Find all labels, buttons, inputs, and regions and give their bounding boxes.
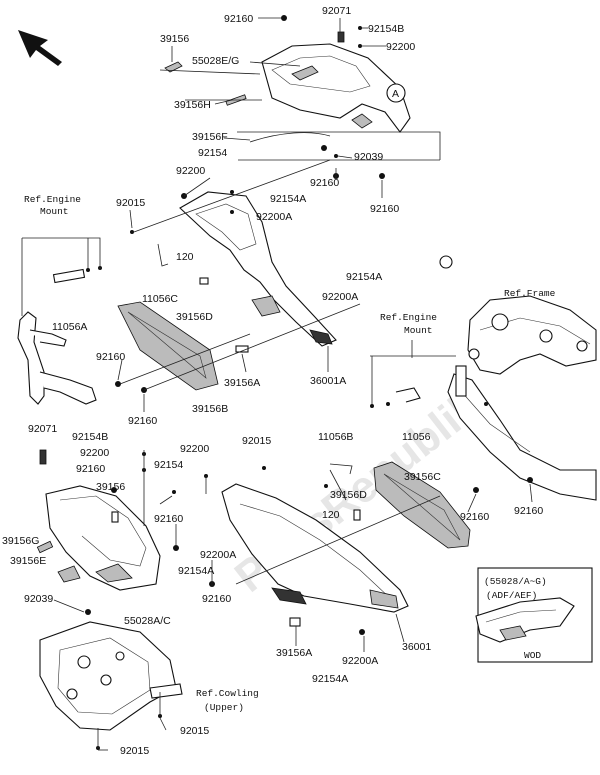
label-ref-engine-2: Ref.Engine bbox=[380, 312, 437, 323]
label-39156a-low: 39156A bbox=[276, 647, 312, 659]
lower-inner-panel-group bbox=[39, 621, 183, 750]
label-92154-mid: 92154 bbox=[198, 147, 227, 159]
lower-left-fairing-group bbox=[36, 449, 215, 615]
label-39156d-b: 39156D bbox=[330, 489, 367, 501]
label-92200a-r: 92200A bbox=[322, 291, 358, 303]
lower-side-panel-group bbox=[172, 461, 533, 635]
label-11056a: 11056A bbox=[52, 321, 87, 333]
leader-lines bbox=[53, 17, 533, 751]
label-mount-2: Mount bbox=[404, 325, 433, 336]
label-92015-left: 92015 bbox=[116, 197, 145, 209]
label-92160-top: 92160 bbox=[224, 13, 253, 25]
label-mount-1: Mount bbox=[40, 206, 69, 217]
label-92015-b1: 92015 bbox=[180, 725, 209, 737]
label-92200-low: 92200 bbox=[80, 447, 109, 459]
inner-cover-left-group bbox=[115, 159, 361, 393]
inset-wod-label: WOD bbox=[524, 650, 541, 661]
label-92160-c2: 92160 bbox=[154, 513, 183, 525]
label-55028eg: 55028E/G bbox=[192, 55, 239, 67]
inset-title: (55028/A~G) bbox=[484, 576, 547, 587]
label-36001: 36001 bbox=[402, 641, 431, 653]
label-39156f: 39156F bbox=[192, 131, 228, 143]
label-92200a-mid: 92200A bbox=[256, 211, 292, 223]
label-92200-c: 92200 bbox=[180, 443, 209, 455]
label-92154-c: 92154 bbox=[154, 459, 183, 471]
label-92154b-top: 92154B bbox=[368, 23, 404, 35]
inset-subtitle: (ADF/AEF) bbox=[486, 590, 537, 601]
label-92039-mid: 92039 bbox=[354, 151, 383, 163]
reference-a-marker-top bbox=[386, 83, 406, 103]
label-11056c: 11056C bbox=[142, 293, 178, 305]
label-92160-c3: 92160 bbox=[202, 593, 231, 605]
label-39156b: 39156B bbox=[192, 403, 228, 415]
label-39156-top: 39156 bbox=[160, 33, 189, 45]
label-92154a-r: 92154A bbox=[346, 271, 382, 283]
label-39156h: 39156H bbox=[174, 99, 211, 111]
label-92160-r2: 92160 bbox=[370, 203, 399, 215]
label-11056: 11056 bbox=[402, 431, 431, 443]
label-ref-frame: Ref.Frame bbox=[504, 288, 556, 299]
direction-arrow-icon bbox=[18, 30, 62, 66]
label-92160-rr1: 92160 bbox=[460, 511, 489, 523]
label-92200-top: 92200 bbox=[386, 41, 415, 53]
label-92039-low: 92039 bbox=[24, 593, 53, 605]
label-ref-engine-1: Ref.Engine bbox=[24, 194, 81, 205]
label-92154b-low: 92154B bbox=[72, 431, 108, 443]
label-92160-low: 92160 bbox=[76, 463, 105, 475]
inset-box bbox=[475, 567, 593, 663]
label-92154a-low: 92154A bbox=[312, 673, 348, 685]
circle-a-label-top: A bbox=[392, 88, 399, 100]
label-upper: (Upper) bbox=[204, 702, 244, 713]
label-92200a-low: 92200A bbox=[342, 655, 378, 667]
label-92015-b2: 92015 bbox=[120, 745, 149, 757]
label-39156e: 39156E bbox=[10, 555, 46, 567]
label-92200a-c: 92200A bbox=[200, 549, 236, 561]
label-39156a-mid: 39156A bbox=[224, 377, 260, 389]
label-92154a-c: 92154A bbox=[178, 565, 214, 577]
label-92015-c: 92015 bbox=[242, 435, 271, 447]
part-labels: 92160 92071 92154B 92200 39156 55028E/G … bbox=[2, 5, 556, 757]
label-92071-top: 92071 bbox=[322, 5, 351, 17]
label-36001a: 36001A bbox=[310, 375, 346, 387]
label-92154a-mid: 92154A bbox=[270, 193, 306, 205]
label-92071-low: 92071 bbox=[28, 423, 57, 435]
label-120-b: 120 bbox=[322, 509, 340, 521]
label-92160-l1: 92160 bbox=[96, 351, 125, 363]
label-39156d-a: 39156D bbox=[176, 311, 213, 323]
label-39156-low: 39156 bbox=[96, 481, 125, 493]
label-39156c: 39156C bbox=[404, 471, 441, 483]
label-92160-l2: 92160 bbox=[128, 415, 157, 427]
label-92160-rr2: 92160 bbox=[514, 505, 543, 517]
label-55028ac: 55028A/C bbox=[124, 615, 171, 627]
engine-mount-bracket-left bbox=[17, 237, 102, 405]
label-39156g: 39156G bbox=[2, 535, 39, 547]
label-120-a: 120 bbox=[176, 251, 194, 263]
label-ref-cowling: Ref.Cowling bbox=[196, 688, 259, 699]
label-11056b: 11056B bbox=[318, 431, 353, 443]
label-92200-mid: 92200 bbox=[176, 165, 205, 177]
label-92160-r1: 92160 bbox=[310, 177, 339, 189]
frame-right-group bbox=[370, 255, 597, 501]
